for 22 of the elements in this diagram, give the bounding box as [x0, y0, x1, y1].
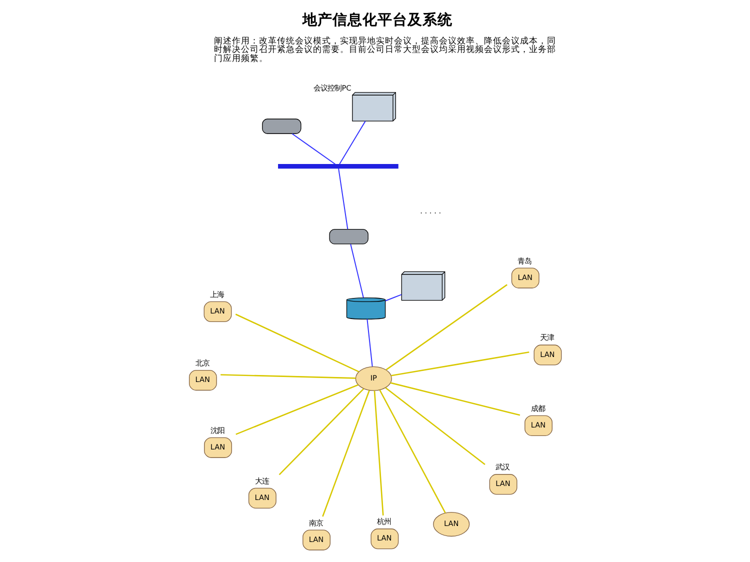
node-box	[262, 118, 302, 134]
connector	[374, 390, 384, 516]
node-bar	[278, 164, 398, 169]
connector	[292, 133, 336, 165]
connector	[385, 387, 486, 465]
connector	[220, 374, 356, 379]
connector	[350, 244, 364, 298]
connector	[390, 382, 520, 416]
diagram-title: 地产信息化平台及系统	[302, 11, 453, 28]
connector	[366, 318, 373, 367]
connector	[278, 388, 364, 476]
connector	[322, 390, 370, 517]
connector	[235, 314, 360, 372]
connector	[338, 168, 348, 230]
connector	[379, 390, 446, 514]
connector	[384, 294, 402, 302]
connector	[339, 120, 366, 165]
node-box	[329, 229, 368, 244]
connector	[386, 284, 508, 370]
caption: 阐述作用：改革传统会议模式，实现异地实时会议，提高会议效率、降低会议成本，同时解决公司召开紧急会议的需要。目前公司日常大型会议均采用视频会议形式，业务部门应用频繁。	[214, 36, 556, 64]
connector	[236, 384, 358, 435]
connector	[391, 351, 530, 376]
